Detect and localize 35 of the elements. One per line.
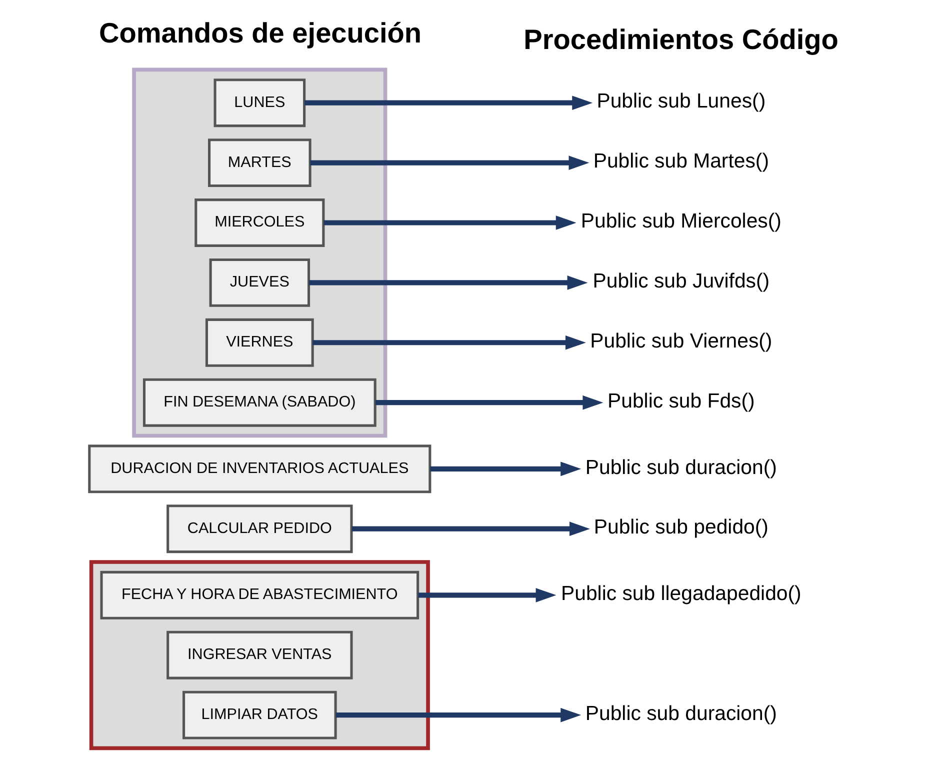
arrow bbox=[336, 708, 582, 722]
node-text: Public sub Martes() bbox=[593, 150, 769, 173]
node-text: Public sub Miercoles() bbox=[580, 210, 782, 233]
node-text: Public sub pedido() bbox=[594, 516, 768, 539]
cluster bbox=[89, 560, 430, 750]
arrow bbox=[304, 96, 593, 110]
arrow bbox=[309, 276, 588, 290]
node-box: FECHA Y HORA DE ABASTECIMIENTO bbox=[100, 570, 420, 620]
arrow bbox=[375, 395, 604, 410]
arrow bbox=[430, 462, 582, 476]
cluster bbox=[132, 68, 388, 438]
arrow bbox=[352, 522, 590, 536]
node-text: Public sub duracion() bbox=[585, 456, 777, 479]
node-text: Public sub llegadapedido() bbox=[561, 583, 802, 606]
node-text: Public sub Fds() bbox=[608, 390, 755, 412]
node-text: Public sub Lunes() bbox=[596, 90, 766, 113]
arrow bbox=[324, 216, 576, 230]
node-box: LIMPIAR DATOS bbox=[182, 690, 337, 740]
arrow bbox=[312, 335, 586, 350]
node-box: INGRESAR VENTAS bbox=[166, 630, 353, 680]
node-box: VIERNES bbox=[205, 318, 314, 367]
node-text: Public sub Viernes() bbox=[590, 330, 772, 352]
node-text: Public sub Juvifds() bbox=[592, 270, 770, 293]
node-box: DURACION DE INVENTARIOS ACTUALES bbox=[88, 444, 432, 494]
label: Procedimientos Código bbox=[524, 24, 838, 55]
label: Comandos de ejecución bbox=[98, 17, 422, 48]
arrow bbox=[418, 588, 556, 602]
node-box: CALCULAR PEDIDO bbox=[166, 504, 353, 554]
arrow bbox=[310, 156, 590, 170]
node-box: JUEVES bbox=[209, 258, 310, 307]
node-text: Public sub duracion() bbox=[585, 702, 777, 725]
node-box: FIN DESEMANA (SABADO) bbox=[142, 378, 376, 427]
node-box: MARTES bbox=[208, 138, 312, 188]
node-box: LUNES bbox=[214, 78, 306, 128]
node-box: MIERCOLES bbox=[194, 198, 325, 247]
